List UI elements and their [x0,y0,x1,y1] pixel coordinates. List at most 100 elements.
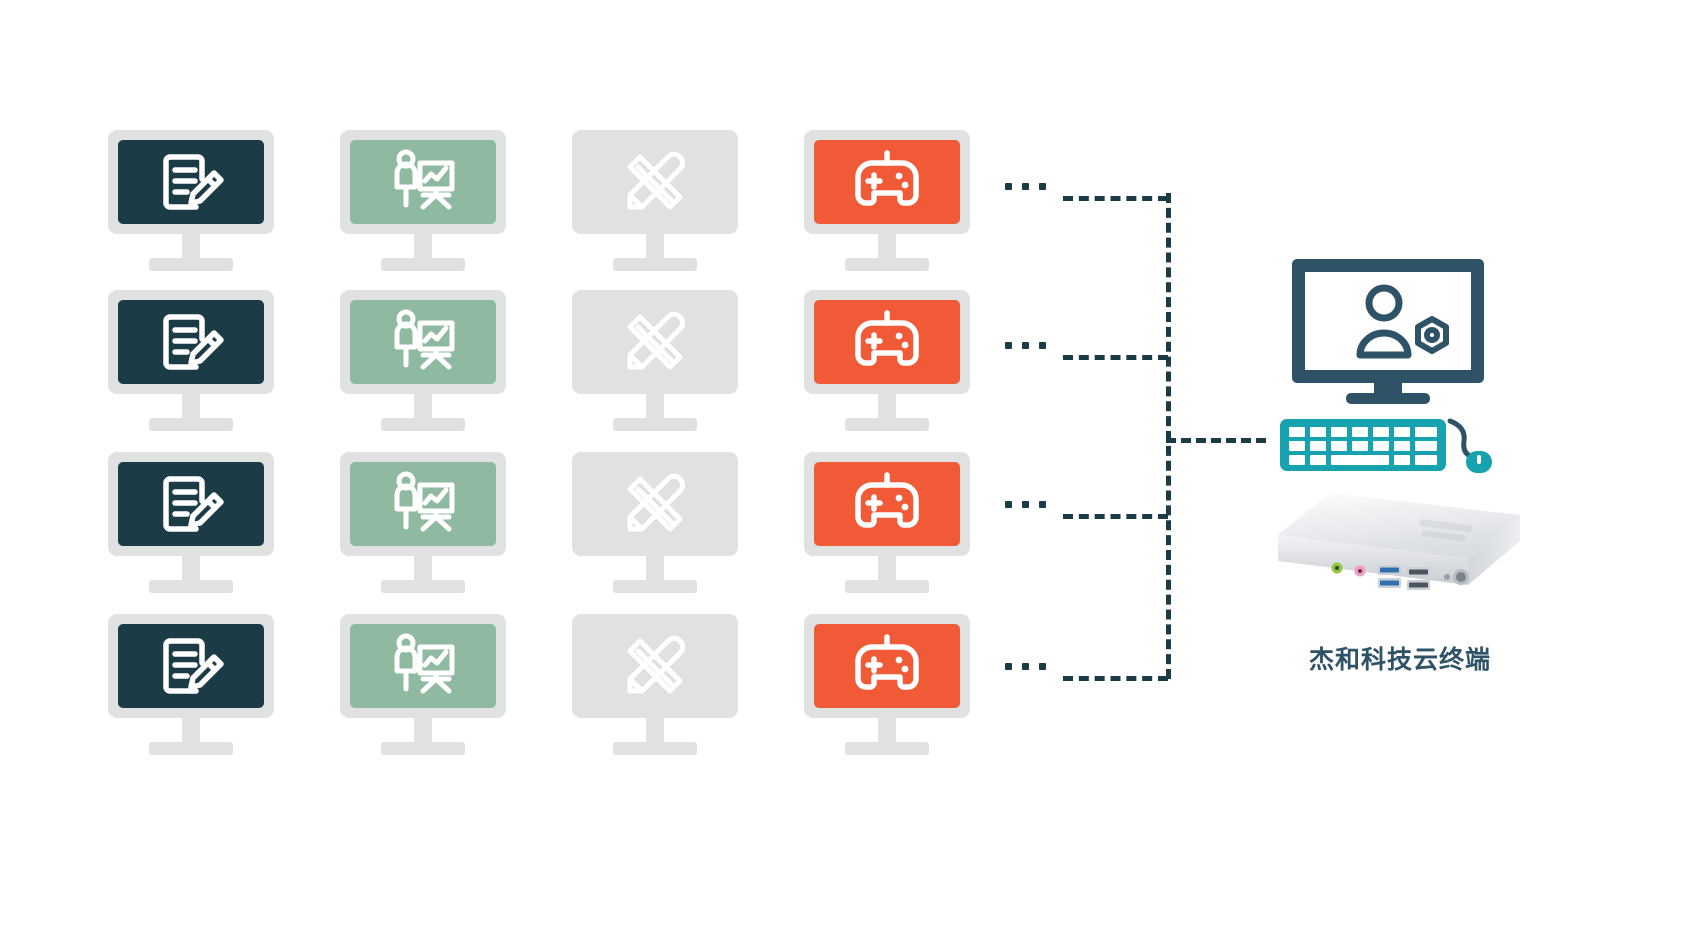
ellipsis-row-1 [1005,183,1046,190]
branch-line-row-4 [1063,676,1168,681]
server-input-devices [1280,403,1500,478]
monitor-base [381,418,465,431]
monitor-neck [414,394,432,420]
ellipsis-dot [1005,183,1012,190]
ellipsis-dot [1039,663,1046,670]
monitor-neck [646,394,664,420]
user-settings-icon [1292,259,1484,404]
trunk-line-to-server [1166,438,1266,443]
client-monitor-document-edit-r1[interactable] [108,130,274,271]
trunk-line-vertical [1166,193,1171,679]
client-monitor-document-edit-r4[interactable] [108,614,274,755]
monitor-neck [878,718,896,744]
client-monitor-pencil-ruler-r4[interactable] [572,614,738,755]
ellipsis-row-3 [1005,501,1046,508]
gamepad-icon [814,462,960,546]
client-monitor-document-edit-r2[interactable] [108,290,274,431]
pencil-ruler-icon [582,624,728,708]
monitor-bezel [340,614,506,718]
monitor-neck [414,718,432,744]
monitor-base [613,418,697,431]
client-monitor-gamepad-r2[interactable] [804,290,970,431]
monitor-base [613,580,697,593]
ellipsis-row-4 [1005,663,1046,670]
client-monitor-presentation-chart-r1[interactable] [340,130,506,271]
ellipsis-dot [1022,342,1029,349]
monitor-bezel [572,614,738,718]
monitor-bezel [108,614,274,718]
pencil-ruler-icon [582,140,728,224]
ellipsis-dot [1005,501,1012,508]
monitor-neck [878,556,896,582]
keyboard-mouse-group [1280,418,1492,473]
mini-pc-icon [1278,493,1520,590]
client-monitor-document-edit-r3[interactable] [108,452,274,593]
mini-pc-device [1270,485,1528,620]
monitor-base [613,742,697,755]
monitor-base [613,258,697,271]
monitor-bezel [572,452,738,556]
monitor-bezel [108,452,274,556]
port-row [1331,562,1469,590]
ellipsis-dot [1022,501,1029,508]
pencil-ruler-icon [582,300,728,384]
monitor-base [149,258,233,271]
client-monitor-gamepad-r1[interactable] [804,130,970,271]
document-edit-icon [118,624,264,708]
monitor-bezel [804,290,970,394]
presentation-chart-icon [350,624,496,708]
monitor-base [149,580,233,593]
monitor-bezel [572,130,738,234]
ellipsis-dot [1022,183,1029,190]
ellipsis-dot [1039,183,1046,190]
monitor-bezel [804,130,970,234]
monitor-neck [646,718,664,744]
monitor-base [845,418,929,431]
ellipsis-dot [1005,663,1012,670]
keyboard-icon [1280,419,1446,471]
cloud-terminal-group: 杰和科技云终端 [1270,255,1530,715]
client-monitor-presentation-chart-r3[interactable] [340,452,506,593]
branch-line-row-1 [1063,196,1168,201]
client-monitor-grid [108,130,998,770]
monitor-neck [182,556,200,582]
monitor-bezel [108,290,274,394]
monitor-bezel [340,452,506,556]
monitor-base [149,742,233,755]
presentation-chart-icon [350,462,496,546]
ellipsis-dot [1039,342,1046,349]
client-monitor-pencil-ruler-r3[interactable] [572,452,738,593]
presentation-chart-icon [350,140,496,224]
server-monitor [1288,255,1488,410]
client-monitor-presentation-chart-r2[interactable] [340,290,506,431]
client-monitor-presentation-chart-r4[interactable] [340,614,506,755]
client-monitor-gamepad-r4[interactable] [804,614,970,755]
monitor-base [381,258,465,271]
monitor-base [381,580,465,593]
document-edit-icon [118,140,264,224]
ellipsis-dot [1039,501,1046,508]
client-monitor-pencil-ruler-r1[interactable] [572,130,738,271]
branch-line-row-2 [1063,355,1168,360]
monitor-neck [182,394,200,420]
ellipsis-dot [1022,663,1029,670]
monitor-bezel [804,452,970,556]
monitor-neck [414,556,432,582]
monitor-base [381,742,465,755]
client-monitor-pencil-ruler-r2[interactable] [572,290,738,431]
monitor-bezel [340,290,506,394]
pencil-ruler-icon [582,462,728,546]
mouse-icon [1466,451,1492,473]
document-edit-icon [118,462,264,546]
monitor-neck [182,234,200,260]
monitor-neck [646,556,664,582]
monitor-bezel [572,290,738,394]
client-monitor-gamepad-r3[interactable] [804,452,970,593]
presentation-chart-icon [350,300,496,384]
monitor-bezel [804,614,970,718]
gamepad-icon [814,624,960,708]
monitor-base [149,418,233,431]
monitor-neck [182,718,200,744]
monitor-base [845,258,929,271]
